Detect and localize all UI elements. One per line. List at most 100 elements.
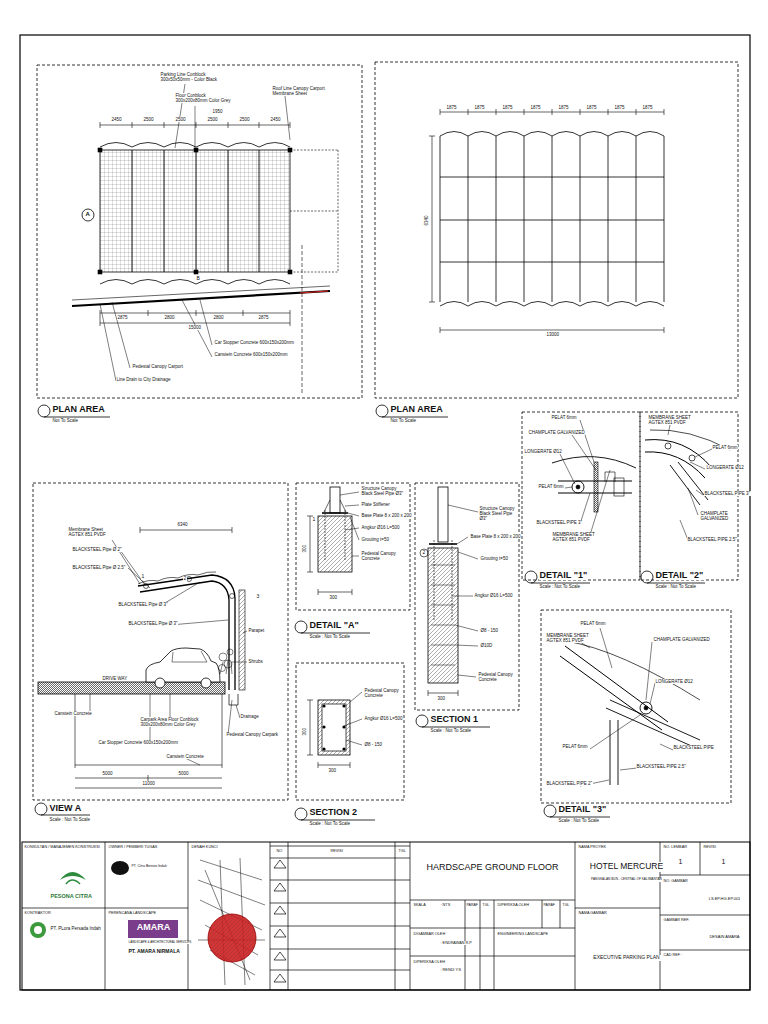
annotation-label: BLACKSTEEL PIPE 2.5" [687, 537, 737, 542]
annotation-label: LONGERATE Ø12 [706, 465, 744, 470]
annotation-label: Scale : Not To Scale [49, 817, 90, 822]
annotation-label: MEMBRANE SHEET AGTEX 851 PVDF [648, 415, 695, 425]
annotation-label: 15000 [188, 325, 202, 330]
annotation-label: Parapet [248, 628, 265, 633]
annotation-label: CHAMPLATE GALVANIZED [653, 637, 710, 642]
annotation-label: SKALA [413, 903, 426, 907]
annotation-label: 2 [422, 550, 426, 556]
annotation-label: LONGERATE Ø12 [524, 449, 562, 454]
annotation-label: BLACKSTEEL PIPE 3" [536, 520, 583, 525]
annotation-label: PANGKALAN BUN - CENTRAL OF KALIMANTAN [580, 878, 673, 882]
annotation-label: PELAT 6mm [580, 621, 606, 626]
annotation-label: 300 [329, 595, 338, 600]
annotation-label: Scale : Not To Scale [430, 728, 471, 733]
annotation-label: BLACKSTEEL PIPE [673, 745, 714, 750]
annotation-label: 2800 [164, 315, 175, 320]
annotation-label: 1875 [642, 105, 653, 110]
annotation-label: Pedestal Canopy Concrete [364, 688, 403, 698]
annotation-label: Canstein Concrete 600x150x200mm [214, 352, 288, 357]
annotation-label: ENGINEERING LANDSCAPE [497, 932, 549, 936]
annotation-label: Pedestal Canopy Carpark [226, 732, 279, 737]
annotation-label: Base Plate 8 x 200 x 200 [361, 513, 412, 518]
annotation-label: : NTS [440, 903, 451, 907]
annotation-label: 2875 [117, 315, 128, 320]
annotation-label: DIPERIKSA OLEH [413, 960, 445, 964]
annotation-label: Carpark Area Floor Conblock 300x200x80mm… [140, 717, 201, 727]
annotation-label: OWNER / PEMBERI TUGAS [108, 845, 158, 849]
annotation-label: Grouting t=50 [361, 537, 389, 542]
annotation-label: HOTEL MERCURE [580, 862, 673, 872]
annotation-label: KONTRAKTOR [24, 911, 51, 915]
annotation-label: 2500 [175, 117, 186, 122]
view-title: DETAIL "3" [558, 804, 607, 814]
annotation-label: DIPERIKSA OLEH [497, 903, 529, 907]
annotation-label: 6340 [177, 522, 188, 527]
annotation-label: BLACKSTEEL Pipe Ø 2.5" [72, 565, 126, 570]
annotation-label: PARAF [466, 903, 478, 907]
annotation-label: 2875 [258, 315, 269, 320]
annotation-label: NO. LEMBAR [663, 845, 687, 849]
annotation-label: Car Stopper Concrete 600x150x200mm [214, 340, 295, 345]
annotation-label: PT. Citra Borneo Indah [131, 864, 182, 868]
annotation-label: LONGERATE Ø12 [655, 679, 693, 684]
annotation-label: 1875 [586, 105, 597, 110]
annotation-label: Roof Line Canopy Carport Membrane Sheet [272, 86, 333, 96]
annotation-label: EXECUTIVE PARKING PLAN [580, 955, 673, 961]
annotation-label: 300 [437, 696, 446, 701]
annotation-label: 6340 [424, 215, 429, 226]
annotation-label: 11000 [142, 781, 155, 786]
annotation-label: 2500 [143, 117, 154, 122]
annotation-label: 1875 [474, 105, 485, 110]
annotation-label: Parking Line Conblock 300x50x50mm - Colo… [160, 72, 233, 82]
annotation-label: Base Plate 8 x 200 x 200 [470, 534, 521, 539]
annotation-label: REVISI [330, 849, 343, 853]
annotation-label: 2500 [239, 117, 250, 122]
annotation-label: Angkur Ø16 L=500 [364, 716, 403, 721]
annotation-label: Ø10D [480, 643, 493, 648]
view-title: SECTION 1 [430, 714, 479, 724]
annotation-label: 1 [721, 858, 726, 866]
annotation-label: PERENCANA LANDSCAPE [108, 911, 156, 915]
annotation-label: 2500 [207, 117, 218, 122]
annotation-label: TGL [562, 903, 570, 907]
annotation-label: 5000 [102, 771, 113, 776]
view-title: PLAN AREA [52, 404, 105, 414]
annotation-label: Floor Conblock 300x200x80mm Color Grey [175, 93, 238, 103]
annotation-label: Scale : Not To Scale [539, 584, 580, 589]
annotation-label: DENAH KUNCI [191, 845, 218, 849]
view-title: PT. AMARA NIRMALA [128, 949, 180, 955]
annotation-label: Shrubs [248, 659, 263, 664]
annotation-label: CHAMPLATE GALVANIZED [528, 430, 585, 435]
annotation-label: 2450 [111, 117, 122, 122]
annotation-label: 1875 [502, 105, 513, 110]
annotation-label: DRIVE WAY [102, 676, 128, 681]
annotation-label: 1875 [446, 105, 457, 110]
annotation-label: 1875 [530, 105, 541, 110]
view-title: PESONA CITRA [50, 893, 92, 899]
annotation-label: Structure Canopy Black Steel Pipe Ø3" [479, 506, 518, 522]
view-title: VIEW A [49, 803, 82, 813]
annotation-label: 5000 [178, 771, 189, 776]
annotation-label: 300 [328, 768, 337, 773]
annotation-label: 1 [678, 858, 683, 866]
annotation-label: Canstein Concrete [54, 711, 92, 716]
annotation-label: BLACKSTEEL PIPE 3" [704, 491, 751, 496]
annotation-label: 2 [183, 576, 187, 582]
view-title: DETAIL "1" [539, 570, 588, 580]
annotation-label: Structure Canopy Black Steel Pipe Ø3" [361, 486, 408, 496]
annotation-label: 1875 [614, 105, 625, 110]
annotation-label: PARAF [543, 903, 555, 907]
annotation-label: LANDSCAPE & ARCHITECTURAL SERVICES [128, 941, 192, 944]
annotation-label: Pedestal Canopy Concrete [361, 551, 402, 561]
annotation-label: : RENDI Y.S [440, 968, 462, 972]
annotation-label: PELAT 6mm [562, 744, 588, 749]
annotation-label: 13000 [546, 332, 560, 337]
annotation-label: CHAMPLATE GALVANIZED [700, 511, 737, 521]
annotation-label: REVISI [703, 845, 716, 849]
annotation-label: PELAT 6mm [712, 445, 738, 450]
annotation-label: Scale : Not To Scale [309, 634, 350, 639]
annotation-label: NAMA GAMBAR [578, 911, 607, 915]
annotation-label: TGL [482, 903, 490, 907]
view-title: A [85, 211, 90, 218]
